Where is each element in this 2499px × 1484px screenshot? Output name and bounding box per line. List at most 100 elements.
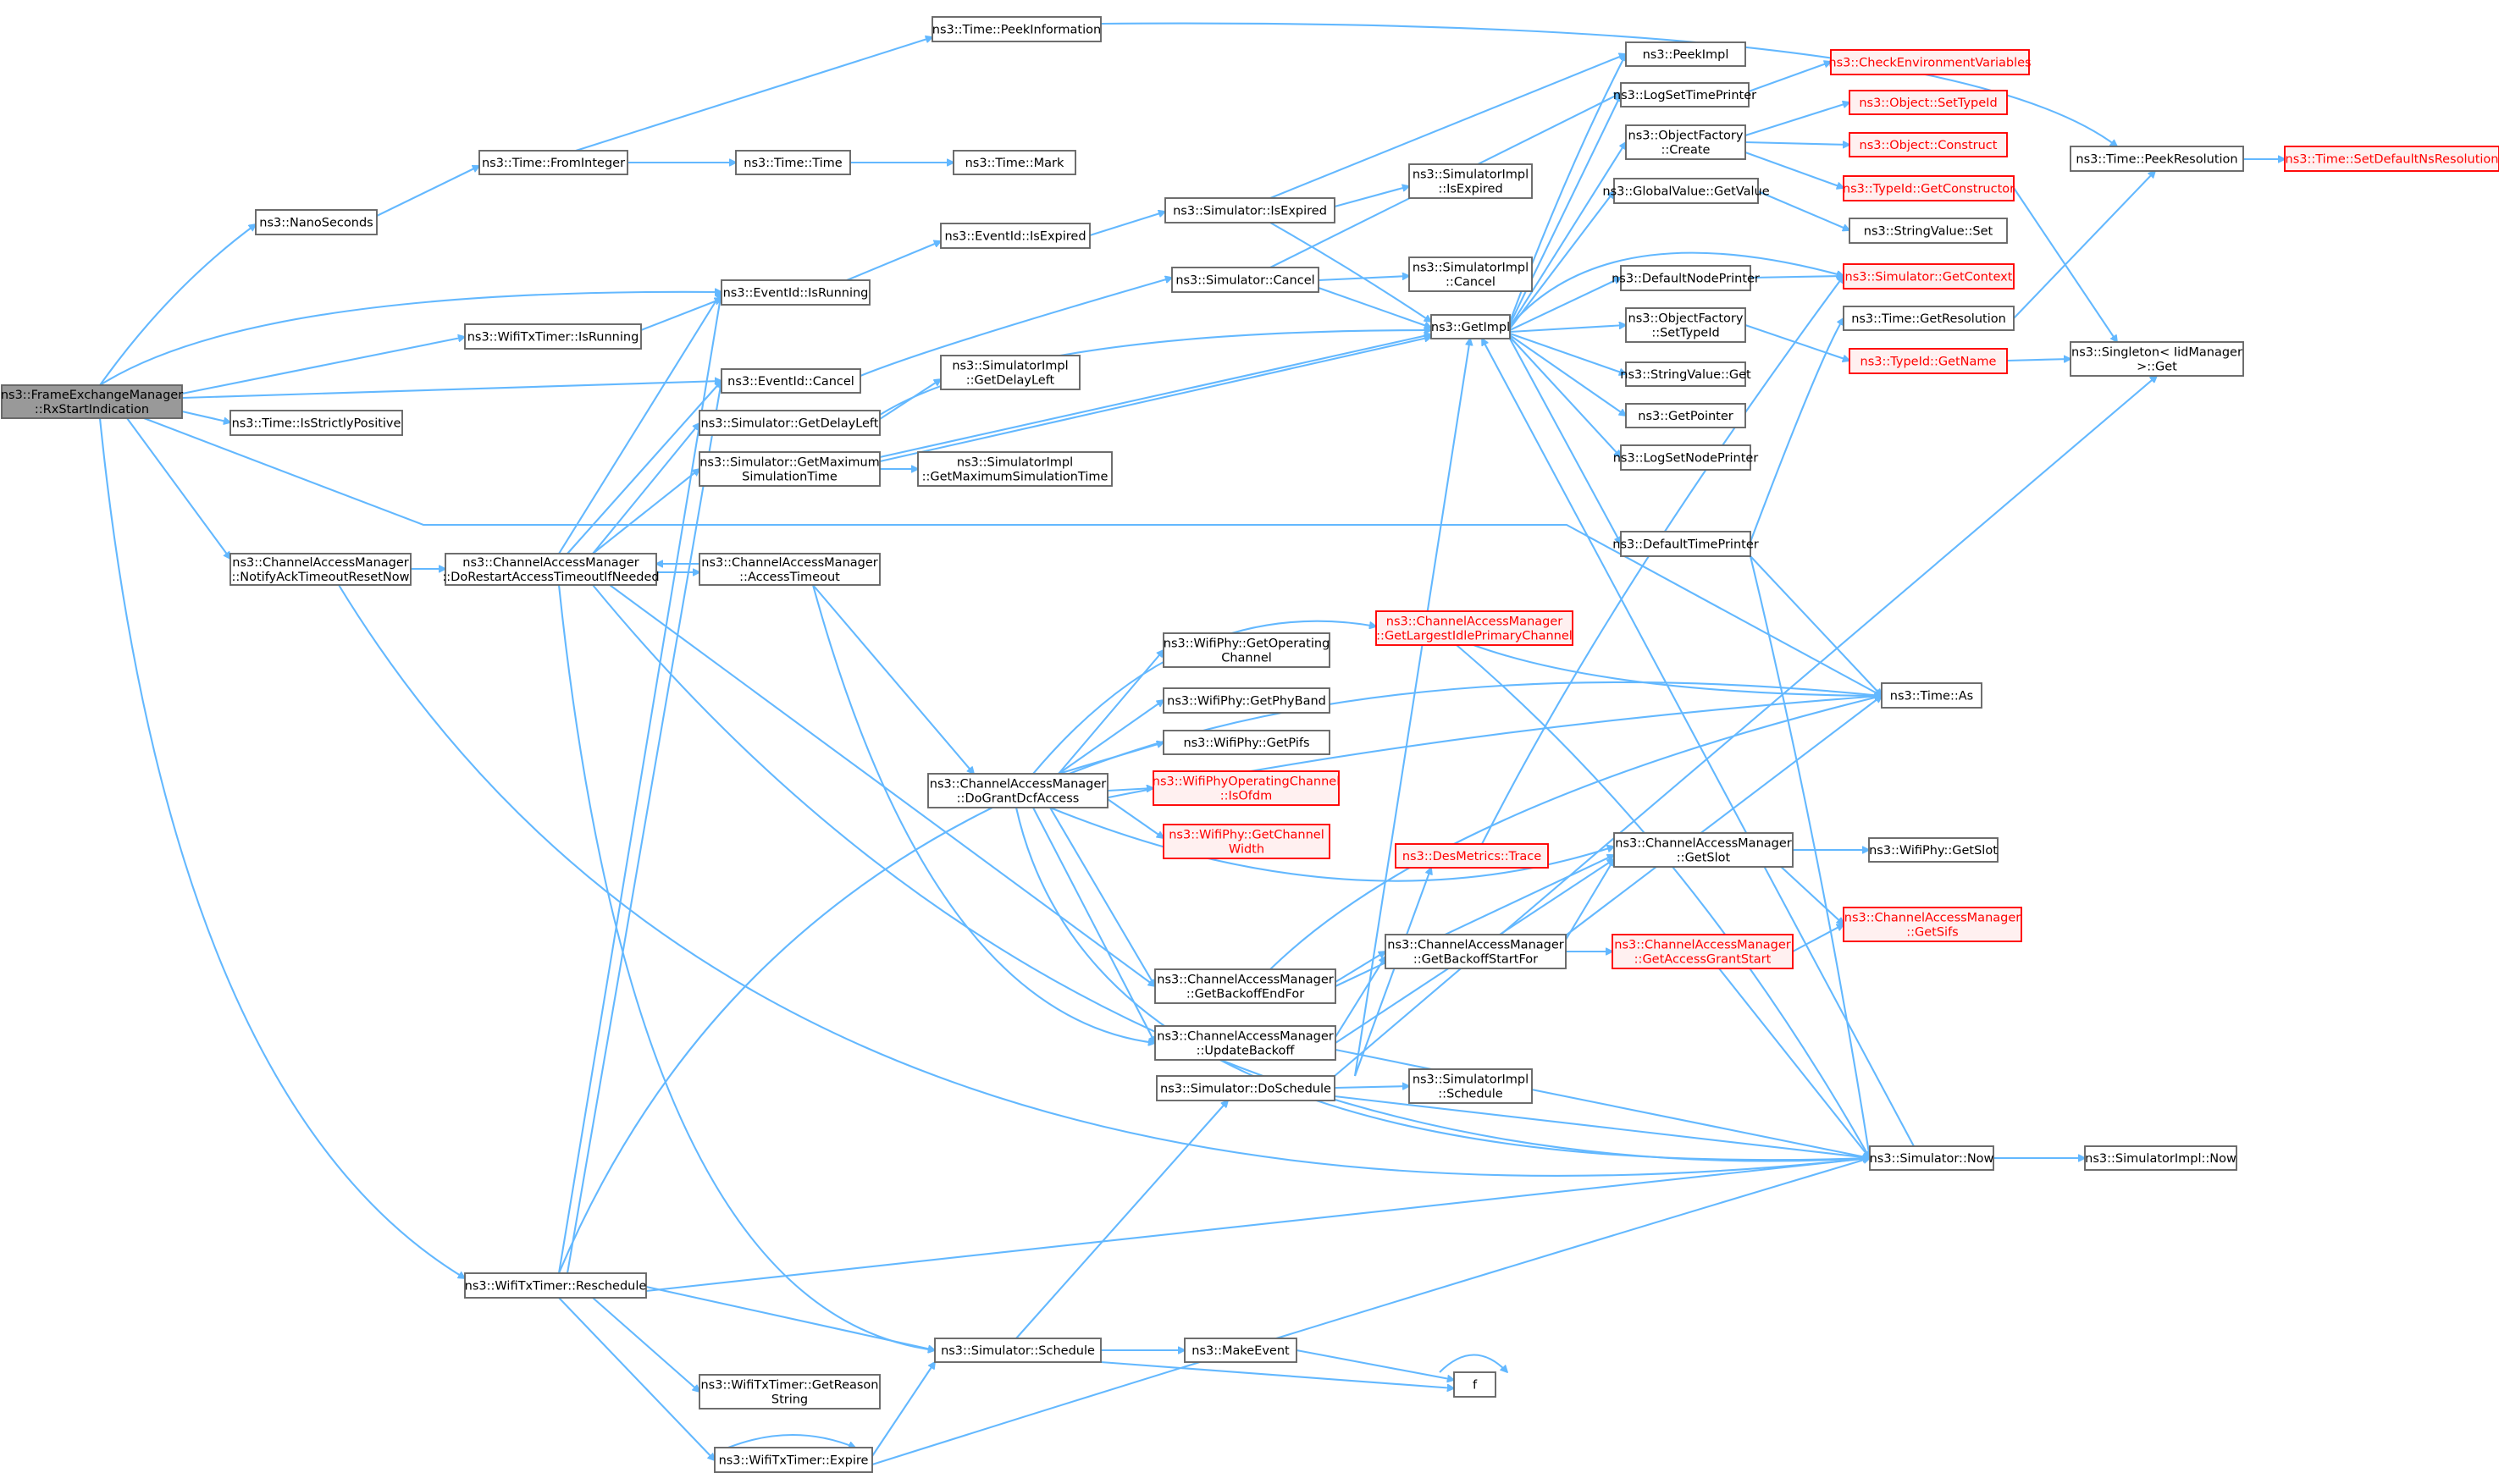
node-timeAs[interactable]: ns3::Time::As: [1881, 682, 1982, 709]
node-getLargestIdle[interactable]: ns3::ChannelAccessManager::GetLargestIdl…: [1375, 610, 1573, 646]
node-camGetSifs[interactable]: ns3::ChannelAccessManager::GetSifs: [1843, 907, 2022, 942]
node-peekResolution[interactable]: ns3::Time::PeekResolution: [2070, 146, 2244, 172]
node-simImplIsExpired[interactable]: ns3::SimulatorImpl::IsExpired: [1408, 163, 1533, 199]
edge-globalValueGetValue-to-stringValueSet: [1757, 190, 1849, 230]
node-objectSetTypeId[interactable]: ns3::Object::SetTypeId: [1849, 90, 2008, 115]
node-label: ns3::ObjectFactory: [1628, 312, 1744, 326]
node-defaultNodePrinter[interactable]: ns3::DefaultNodePrinter: [1612, 265, 1760, 291]
node-label: ns3::ChannelAccessManager: [1844, 912, 2021, 925]
node-simImplSchedule[interactable]: ns3::SimulatorImpl::Schedule: [1408, 1068, 1533, 1104]
node-eventIdCancel[interactable]: ns3::EventId::Cancel: [721, 368, 861, 394]
node-label: ns3::DesMetrics::Trace: [1402, 850, 1541, 863]
node-simDoSchedule[interactable]: ns3::Simulator::DoSchedule: [1156, 1075, 1335, 1101]
node-label: ns3::GetImpl: [1431, 321, 1510, 334]
node-simSchedule[interactable]: ns3::Simulator::Schedule: [934, 1338, 1102, 1363]
node-label: ns3::TypeId::GetName: [1860, 356, 1997, 369]
node-accessTimeout[interactable]: ns3::ChannelAccessManager::AccessTimeout: [699, 553, 881, 586]
node-getBackoffStartFor[interactable]: ns3::ChannelAccessManager::GetBackoffSta…: [1385, 934, 1567, 969]
edge-getBackoffEndFor-to-timeAs: [1269, 696, 1882, 970]
node-timeGetResolution[interactable]: ns3::Time::GetResolution: [1843, 306, 2015, 331]
node-getAccessGrantStart[interactable]: ns3::ChannelAccessManager::GetAccessGran…: [1612, 934, 1794, 969]
node-box: [445, 553, 657, 586]
node-nanoseconds[interactable]: ns3::NanoSeconds: [255, 209, 378, 235]
node-makeEvent[interactable]: ns3::MakeEvent: [1184, 1338, 1297, 1363]
node-simGetContext[interactable]: ns3::Simulator::GetContext: [1843, 263, 2015, 290]
node-reschedule[interactable]: ns3::WifiTxTimer::Reschedule: [464, 1272, 647, 1299]
node-label: ::DoRestartAccessTimeoutIfNeeded: [442, 571, 659, 584]
node-expire[interactable]: ns3::WifiTxTimer::Expire: [714, 1447, 873, 1473]
node-notifyAck[interactable]: ns3::ChannelAccessManager::NotifyAckTime…: [229, 553, 412, 586]
node-getPhyBand[interactable]: ns3::WifiPhy::GetPhyBand: [1163, 687, 1330, 714]
node-checkEnvVars[interactable]: ns3::CheckEnvironmentVariables: [1828, 49, 2032, 75]
node-peekInformation[interactable]: ns3::Time::PeekInformation: [932, 16, 1102, 42]
edge-doRestart-to-eventIdIsRunning: [558, 292, 722, 554]
node-fNode[interactable]: f: [1453, 1371, 1496, 1398]
node-getPifs[interactable]: ns3::WifiPhy::GetPifs: [1163, 730, 1330, 755]
node-box: [932, 16, 1102, 42]
node-eventIdIsExpired[interactable]: ns3::EventId::IsExpired: [940, 223, 1091, 249]
node-doRestart[interactable]: ns3::ChannelAccessManager::DoRestartAcce…: [442, 553, 660, 586]
node-label: ns3::Time::IsStrictlyPositive: [232, 417, 401, 431]
node-timeTime[interactable]: ns3::Time::Time: [735, 150, 851, 175]
node-simNow[interactable]: ns3::Simulator::Now: [1869, 1145, 1994, 1171]
node-simCancel[interactable]: ns3::Simulator::Cancel: [1171, 267, 1319, 293]
node-objectFactoryCreate[interactable]: ns3::ObjectFactory::Create: [1625, 124, 1746, 160]
node-eventIdIsRunning[interactable]: ns3::EventId::IsRunning: [721, 279, 871, 306]
node-stringValueSet[interactable]: ns3::StringValue::Set: [1849, 218, 2008, 244]
node-logSetTimePrinter[interactable]: ns3::LogSetTimePrinter: [1613, 82, 1756, 108]
node-timeMark[interactable]: ns3::Time::Mark: [953, 150, 1076, 175]
node-box: [714, 1447, 873, 1473]
node-objectConstruct[interactable]: ns3::Object::Construct: [1849, 132, 2008, 157]
node-label: ns3::EventId::IsExpired: [944, 230, 1086, 244]
node-desMetricsTrace[interactable]: ns3::DesMetrics::Trace: [1395, 843, 1549, 869]
node-updateBackoff[interactable]: ns3::ChannelAccessManager::UpdateBackoff: [1154, 1025, 1336, 1061]
node-peekImpl[interactable]: ns3::PeekImpl: [1625, 41, 1746, 67]
node-isOfdm[interactable]: ns3::WifiPhyOperatingChannel::IsOfdm: [1153, 770, 1340, 806]
node-logSetNodePrinter[interactable]: ns3::LogSetNodePrinter: [1613, 444, 1759, 471]
node-box: [2070, 146, 2244, 172]
node-stringValueGet[interactable]: ns3::StringValue::Get: [1620, 361, 1751, 387]
edge-peekInformation-to-peekResolution: [1100, 22, 2117, 146]
node-globalValueGetValue[interactable]: ns3::GlobalValue::GetValue: [1602, 178, 1770, 204]
node-box: [2070, 341, 2244, 377]
edge-getLargestIdle-to-simNow: [1456, 644, 1870, 1158]
node-camGetSlot[interactable]: ns3::ChannelAccessManager::GetSlot: [1613, 832, 1794, 868]
node-doGrantDcf[interactable]: ns3::ChannelAccessManager::DoGrantDcfAcc…: [927, 773, 1109, 808]
node-getDelayLeft[interactable]: ns3::Simulator::GetDelayLeft: [699, 410, 881, 436]
node-wifiTxTimerIsRunning[interactable]: ns3::WifiTxTimer::IsRunning: [464, 323, 642, 350]
node-box: [2084, 1145, 2237, 1171]
node-defaultTimePrinter[interactable]: ns3::DefaultTimePrinter: [1612, 531, 1759, 557]
node-typeIdGetConstructor[interactable]: ns3::TypeId::GetConstructor: [1843, 175, 2015, 201]
node-box: [1408, 163, 1533, 199]
node-label: ::Schedule: [1438, 1088, 1502, 1101]
node-box: [1156, 1075, 1335, 1101]
node-objectFactorySetTypeId[interactable]: ns3::ObjectFactory::SetTypeId: [1625, 307, 1746, 343]
node-getImpl[interactable]: ns3::GetImpl: [1430, 314, 1511, 339]
node-setDefaultNsRes[interactable]: ns3::Time::SetDefaultNsResolution: [2284, 146, 2499, 172]
node-simImplNow[interactable]: ns3::SimulatorImpl::Now: [2084, 1145, 2237, 1171]
node-box: [478, 150, 628, 175]
node-simImplGetDelayLeft[interactable]: ns3::SimulatorImpl::GetDelayLeft: [940, 355, 1081, 390]
node-typeIdGetName[interactable]: ns3::TypeId::GetName: [1849, 348, 2008, 374]
node-fromInteger[interactable]: ns3::Time::FromInteger: [478, 150, 628, 175]
node-label: ns3::SimulatorImpl: [1413, 262, 1529, 275]
node-label: ns3::GlobalValue::GetValue: [1602, 185, 1769, 199]
node-isStrictlyPositive[interactable]: ns3::Time::IsStrictlyPositive: [229, 410, 403, 436]
node-getPointer[interactable]: ns3::GetPointer: [1625, 403, 1746, 428]
edge-root-to-nanoseconds: [99, 224, 256, 386]
node-simIsExpired[interactable]: ns3::Simulator::IsExpired: [1164, 197, 1335, 223]
node-label: ns3::Simulator::Cancel: [1175, 274, 1314, 288]
edge-accessTimeout-to-updateBackoff: [811, 584, 1155, 1043]
node-simImplCancel[interactable]: ns3::SimulatorImpl::Cancel: [1408, 257, 1533, 292]
node-phyGetSlot[interactable]: ns3::WifiPhy::GetSlot: [1868, 837, 1999, 863]
node-singletonGet[interactable]: ns3::Singleton< IidManager>::Get: [2070, 341, 2244, 377]
edge-getImpl-to-simGetContext: [1509, 251, 1844, 327]
node-getMaxSimTime[interactable]: ns3::Simulator::GetMaximumSimulationTime: [699, 451, 881, 487]
node-root[interactable]: ns3::FrameExchangeManager::RxStartIndica…: [1, 384, 183, 419]
node-getBackoffEndFor[interactable]: ns3::ChannelAccessManager::GetBackoffEnd…: [1154, 968, 1336, 1004]
node-simImplGetMaxSimTime[interactable]: ns3::SimulatorImpl::GetMaximumSimulation…: [917, 451, 1113, 487]
